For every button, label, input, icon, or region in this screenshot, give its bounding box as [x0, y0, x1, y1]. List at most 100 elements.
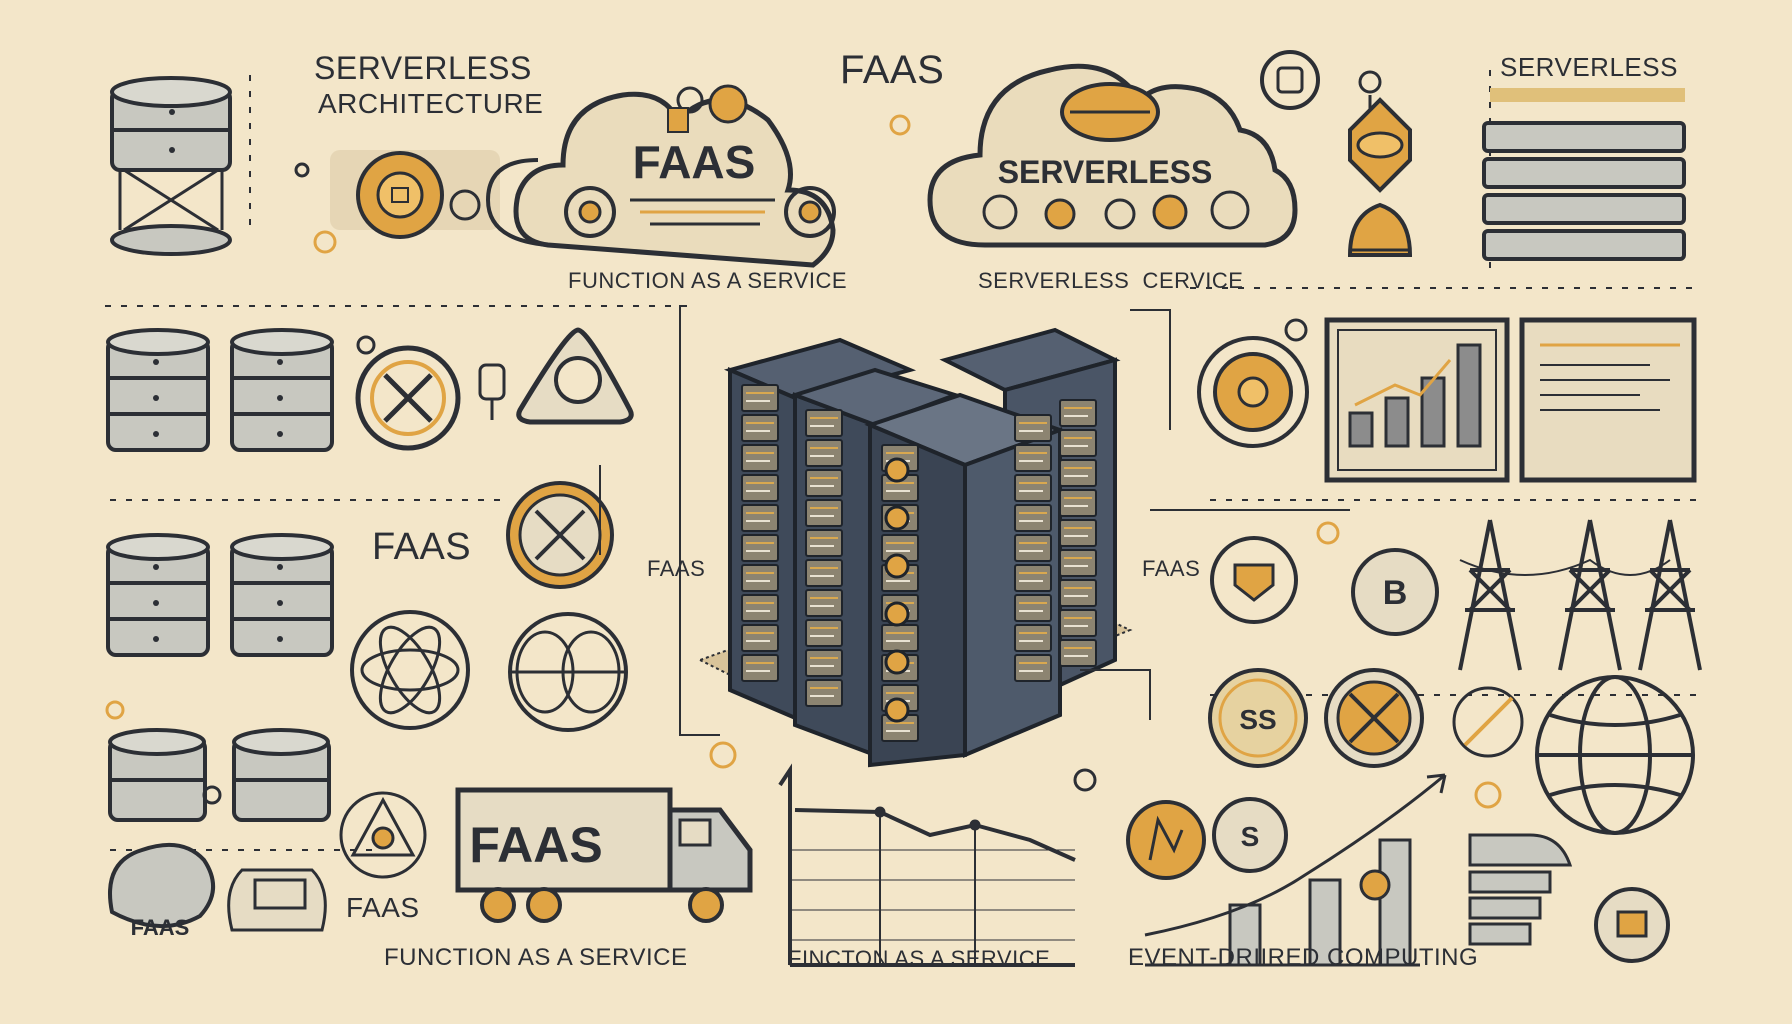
database-icon: [106, 533, 210, 657]
bulb-icon: [1347, 97, 1413, 257]
atom-icon: [508, 612, 628, 732]
rack-unit: [1059, 609, 1097, 637]
function-as-a-service-bottom-label: FUNCTION AS A SERVICE: [384, 944, 688, 971]
cloud-right-label: SERVERLESS: [998, 154, 1213, 190]
rack-unit: [805, 559, 843, 587]
x-circle-icon: [506, 481, 614, 589]
event-driven-computing-label: EVENT-DRIIRED COMPUTING: [1128, 944, 1479, 971]
ss-badge-icon: [1208, 668, 1308, 768]
rack-unit: [881, 624, 919, 652]
coin-icon: [884, 505, 910, 531]
atom-icon: [350, 610, 470, 730]
rack-unit: [805, 649, 843, 677]
x-circle-icon: [1324, 668, 1424, 768]
rack-unit: [741, 594, 779, 622]
x-circle-icon: [355, 345, 461, 451]
rack-unit: [805, 469, 843, 497]
header-bar: [1490, 88, 1685, 102]
document-icon: [1519, 317, 1697, 483]
rack-unit: [805, 619, 843, 647]
rack-unit: [1059, 549, 1097, 577]
rack-unit: [741, 564, 779, 592]
rack-unit: [741, 534, 779, 562]
rack-unit: [1014, 504, 1052, 532]
rack-unit: [805, 679, 843, 707]
rack-unit: [741, 654, 779, 682]
coin-icon: [884, 697, 910, 723]
rack-unit: [741, 414, 779, 442]
rack-unit: [1059, 399, 1097, 427]
rack-unit: [1014, 534, 1052, 562]
database-icon: [110, 76, 232, 256]
triangle-icon: [516, 327, 634, 425]
decorative-dots: [105, 114, 1502, 809]
lock-icon: [1260, 50, 1382, 115]
rack-units: [741, 384, 1097, 742]
serverless-title: SERVERLESS: [314, 50, 532, 86]
bar-chart-icon: [1324, 317, 1510, 483]
rack-unit: [1059, 519, 1097, 547]
rack-unit: [805, 439, 843, 467]
database-icon: [108, 728, 207, 822]
rack-unit: [1014, 444, 1052, 472]
faas-center-left-label: FAAS: [647, 556, 706, 581]
database-icon: [232, 728, 331, 822]
plug-icon: [478, 363, 506, 420]
faas-center-right-label: FAAS: [1142, 556, 1201, 581]
shield-icon: [1210, 536, 1298, 624]
server-list-icon: [1468, 833, 1573, 946]
fincton-as-a-service-label: FINCTON AS A SERVICE: [788, 946, 1051, 971]
rack-unit: [741, 384, 779, 412]
coin-icon: [884, 553, 910, 579]
faas-top-label: FAAS: [840, 48, 945, 92]
s-badge-label: S: [1241, 821, 1260, 852]
coin-icon: [884, 601, 910, 627]
rack-unit: [1059, 579, 1097, 607]
architecture-subtitle: ARCHITECTURE: [318, 88, 544, 119]
bar-chart-icon: [1144, 773, 1447, 967]
faas-blob-icon: [108, 842, 216, 928]
cloud-icon: [927, 63, 1298, 248]
rack-unit: [805, 529, 843, 557]
gear-icon: [294, 150, 500, 254]
cloud-left-label: FAAS: [633, 136, 756, 188]
database-icon: [230, 533, 334, 657]
rack-unit: [741, 474, 779, 502]
rack-unit: [1059, 489, 1097, 517]
rack-unit: [1059, 639, 1097, 667]
rack-unit: [805, 589, 843, 617]
faas-left-mid-label: FAAS: [372, 526, 472, 568]
truck-icon: [455, 787, 753, 923]
rack-unit: [1014, 564, 1052, 592]
coin-icon: [1197, 336, 1309, 448]
rack-unit: [741, 444, 779, 472]
map-badge-icon: [1126, 800, 1206, 880]
rack-unit: [1014, 654, 1052, 682]
ss-badge-label: SS: [1239, 704, 1276, 735]
connector-lines: [599, 305, 1350, 736]
rack-unit: [1059, 429, 1097, 457]
line-chart-icon: [778, 763, 1076, 967]
coin-icon: [884, 649, 910, 675]
rack-unit: [1014, 594, 1052, 622]
server-badge-icon: [1594, 887, 1670, 963]
b-badge-icon: [1351, 548, 1439, 636]
rack-unit: [805, 499, 843, 527]
slash-circle-icon: [1452, 686, 1524, 758]
rack-unit: [1059, 459, 1097, 487]
faas-bottom-left-label: FAAS: [346, 892, 420, 923]
s-badge-icon: [1212, 797, 1288, 873]
star-icon: [339, 791, 427, 879]
rack-unit: [1014, 474, 1052, 502]
b-badge-label: B: [1383, 574, 1408, 612]
rack-unit: [805, 409, 843, 437]
power-tower-icon: [1458, 519, 1702, 671]
server-list-icon: [1482, 121, 1686, 261]
function-as-a-service-top-label: FUNCTION AS A SERVICE: [568, 268, 848, 293]
database-icon: [230, 328, 334, 452]
faas-blob-label: FAAS: [131, 915, 190, 940]
rack-unit: [741, 624, 779, 652]
truck-label: FAAS: [469, 817, 602, 873]
database-icon: [106, 328, 210, 452]
